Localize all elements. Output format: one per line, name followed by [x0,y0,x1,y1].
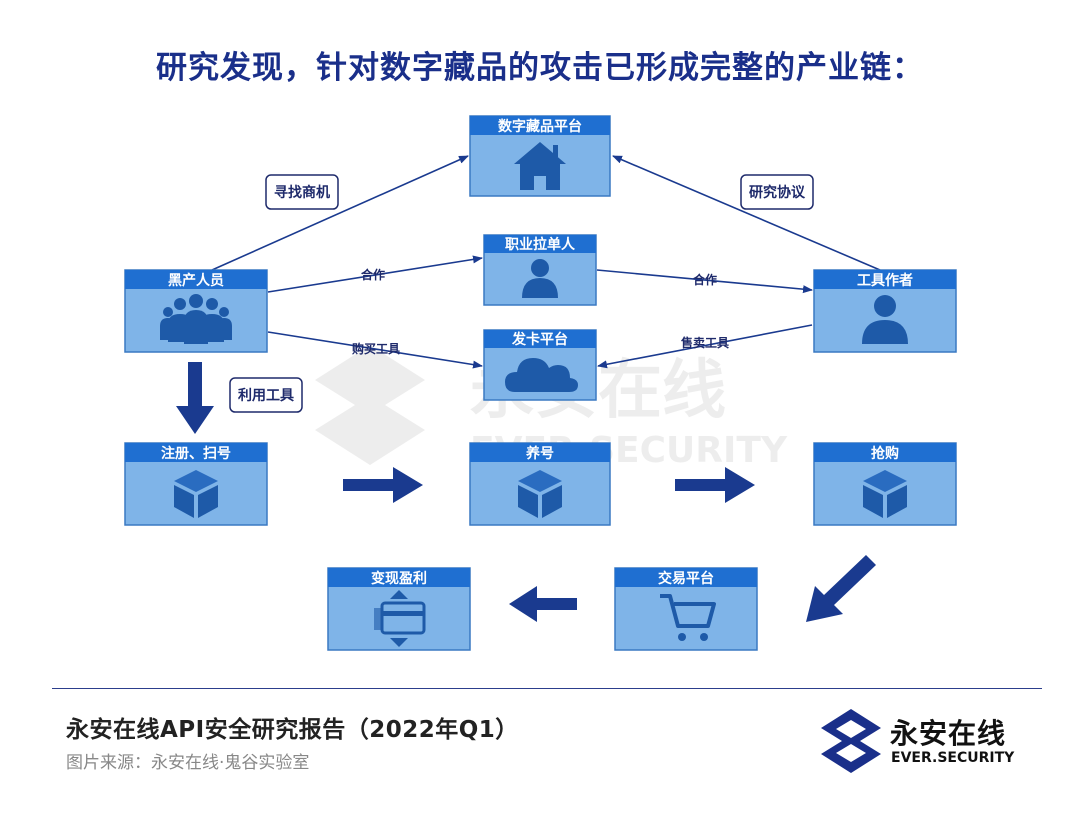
node-register-label: 注册、扫号 [161,445,231,462]
edge-jobposter-toolmaker [596,269,813,294]
node-blackhat: 黑产人员 [124,269,268,353]
node-trade: 交易平台 [614,567,758,651]
edge-label-buy-tools: 购买工具 [352,341,400,356]
person-icon [862,295,908,344]
cube-icon [863,470,907,518]
tag-find-business-label: 寻找商机 [274,184,330,201]
edge-label-cooperate-left: 合作 [361,267,385,282]
brand-name: 永安在线 [890,717,1007,750]
arrow-right-icon [675,467,755,503]
edge-label-sell-tools: 售卖工具 [681,335,729,350]
tag-research-protocol-label: 研究协议 [749,184,806,201]
node-blackhat-label: 黑产人员 [168,272,224,289]
node-trade-label: 交易平台 [658,570,714,587]
tag-research-protocol: 研究协议 [740,174,814,210]
arrow-right-icon [343,467,423,503]
node-jobposter: 职业拉单人 [483,234,597,306]
node-cashout-label: 变现盈利 [371,570,427,587]
tag-use-tools-label: 利用工具 [238,387,294,404]
group-icon [160,294,232,344]
edge-toolmaker-card [597,324,813,369]
node-nurture-label: 养号 [525,445,554,462]
cloud-icon [505,358,578,392]
page-headline: 研究发现，针对数字藏品的攻击已形成完整的产业链： [156,50,924,86]
node-platform: 数字藏品平台 [469,115,611,197]
brand-sub: EVER.SECURITY [891,750,1015,766]
card-icon [374,590,426,647]
cube-icon [518,470,562,518]
arrow-left-icon [509,586,577,622]
node-cardplatform-label: 发卡平台 [511,331,568,348]
edge-blackhat-jobposter [267,255,483,293]
house-icon [514,142,566,190]
node-cardplatform: 发卡平台 [483,329,597,401]
edge-blackhat-platform [211,155,469,271]
flow-arrows [176,362,876,622]
edge-toolmaker-platform [612,155,881,271]
tag-use-tools: 利用工具 [229,377,303,413]
node-toolmaker: 工具作者 [813,269,957,353]
node-register: 注册、扫号 [124,442,268,526]
node-platform-label: 数字藏品平台 [498,118,582,135]
node-jobposter-label: 职业拉单人 [505,236,576,253]
person-icon [522,259,558,298]
tag-find-business: 寻找商机 [265,174,339,210]
cube-icon [174,470,218,518]
footer-divider [52,688,1042,689]
cart-icon [660,594,716,641]
edge-label-cooperate-right: 合作 [693,272,717,287]
edge-blackhat-card [267,331,483,369]
node-nurture: 养号 [469,442,611,526]
node-cashout: 变现盈利 [327,567,471,651]
arrow-down-left-icon [806,555,876,622]
shield-logo-icon [821,709,881,773]
report-title: 永安在线API安全研究报告（2022年Q1） [66,717,519,743]
node-rush-label: 抢购 [871,445,899,462]
connectors [211,155,881,369]
brand-logo: 永安在线 EVER.SECURITY [820,708,1040,773]
arrow-down-icon [176,362,214,434]
node-rush: 抢购 [813,442,957,526]
supply-chain-diagram: 永安在线 EVER.SECURITY 寻找商机 研究协议 利用工具 合作 合作 … [124,115,957,651]
node-toolmaker-label: 工具作者 [857,272,913,289]
report-source: 图片来源：永安在线·鬼谷实验室 [66,753,310,773]
